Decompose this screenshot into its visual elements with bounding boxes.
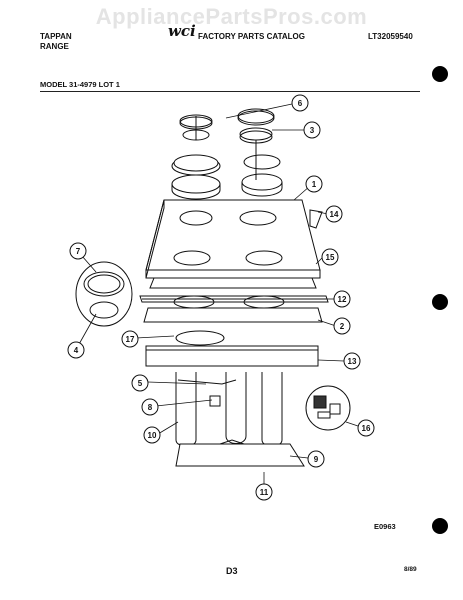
- callout-7: 7: [69, 242, 87, 260]
- callout-17: 17: [121, 330, 139, 348]
- model-line: MODEL 31-4979 LOT 1: [40, 80, 120, 89]
- burner-pan: [175, 439, 305, 467]
- binder-hole-top: [432, 66, 448, 82]
- svg-text:8: 8: [148, 403, 153, 412]
- date-code: 8/89: [404, 566, 417, 573]
- callout-9: 9: [307, 450, 325, 468]
- leader-lines: [77, 103, 359, 490]
- hardware-kit: [305, 385, 351, 431]
- cooktop-main-top: [145, 199, 321, 289]
- svg-text:12: 12: [338, 295, 347, 304]
- callout-13: 13: [343, 352, 361, 370]
- callout-14: 14: [325, 205, 343, 223]
- callout-6: 6: [291, 94, 309, 112]
- callout-11: 11: [255, 483, 273, 501]
- callout-2: 2: [333, 317, 351, 335]
- brand-block: TAPPAN RANGE: [40, 32, 72, 52]
- svg-text:11: 11: [260, 488, 269, 497]
- catalog-title: FACTORY PARTS CATALOG: [198, 32, 305, 41]
- svg-text:7: 7: [76, 247, 81, 256]
- burner-assembly: [175, 372, 283, 447]
- control-knob-bezel: [75, 261, 133, 327]
- catalog-code: LT32059540: [368, 32, 413, 41]
- svg-text:17: 17: [126, 335, 135, 344]
- callout-3: 3: [303, 121, 321, 139]
- header-rule: [40, 91, 420, 92]
- callout-15: 15: [321, 248, 339, 266]
- svg-text:2: 2: [340, 322, 345, 331]
- svg-text:3: 3: [310, 126, 315, 135]
- brand-line-2: RANGE: [40, 42, 69, 51]
- callout-10: 10: [143, 426, 161, 444]
- binder-hole-bottom: [432, 518, 448, 534]
- watermark: AppliancePartsPros.com: [95, 4, 368, 29]
- callout-1: 1: [305, 175, 323, 193]
- callout-8: 8: [141, 398, 159, 416]
- svg-text:14: 14: [330, 210, 339, 219]
- svg-text:13: 13: [348, 357, 357, 366]
- svg-text:5: 5: [138, 379, 143, 388]
- binder-hole-middle: [432, 294, 448, 310]
- callout-12: 12: [333, 290, 351, 308]
- brand-line-1: TAPPAN: [40, 32, 72, 41]
- callouts: 6 3 1 14 15 12 2 13 7 4 17 5 8 10 16 9 1…: [67, 94, 375, 501]
- callout-16: 16: [357, 419, 375, 437]
- trim-strip: [139, 295, 329, 303]
- figure-code: E0963: [374, 522, 396, 531]
- burner-box: [143, 295, 323, 323]
- svg-text:1: 1: [312, 180, 317, 189]
- svg-text:4: 4: [74, 346, 79, 355]
- svg-text:10: 10: [148, 431, 157, 440]
- svg-text:6: 6: [298, 99, 303, 108]
- callout-5: 5: [131, 374, 149, 392]
- manifold-panel: [145, 330, 319, 367]
- small-bracket: [309, 209, 323, 229]
- wci-logo: wci: [168, 22, 196, 40]
- page-label: D3: [226, 566, 238, 576]
- rear-burner-cap-left: [179, 114, 213, 141]
- front-burner-left: [171, 154, 221, 200]
- svg-text:15: 15: [326, 253, 335, 262]
- svg-text:9: 9: [314, 455, 319, 464]
- svg-text:16: 16: [362, 424, 371, 433]
- callout-4: 4: [67, 341, 85, 359]
- front-burner-right: [241, 140, 283, 197]
